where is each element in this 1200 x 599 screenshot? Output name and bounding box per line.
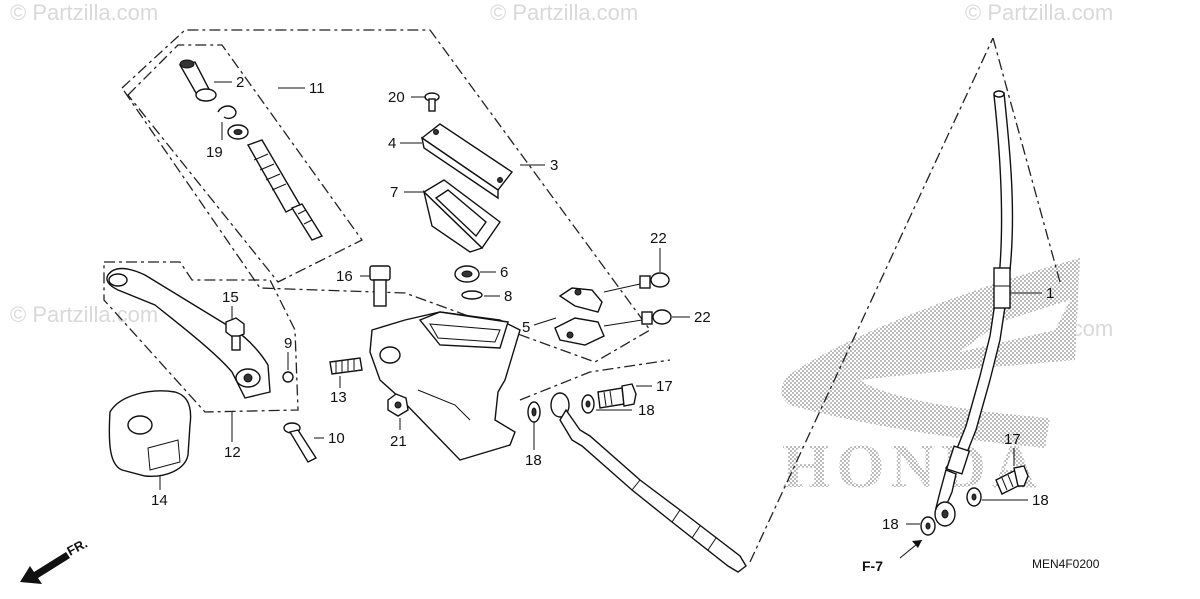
callout-8: 8 xyxy=(504,288,512,305)
watermark-top-center: © Partzilla.com xyxy=(490,0,638,25)
callout-18c: 18 xyxy=(1032,492,1049,509)
callout-5: 5 xyxy=(522,319,530,336)
callout-22b: 22 xyxy=(694,309,711,326)
watermark-top-left: © Partzilla.com xyxy=(10,0,158,25)
part-washer-hole xyxy=(233,129,243,135)
callout-16: 16 xyxy=(336,268,353,285)
callout-18a: 18 xyxy=(525,452,542,469)
part-piston-cap xyxy=(178,59,217,102)
part-brake-hose-lower xyxy=(550,392,747,573)
group-outline-3-bottom xyxy=(519,359,671,401)
part-circlip xyxy=(217,105,237,120)
part-ring xyxy=(461,290,483,300)
part-reservoir-boot xyxy=(454,265,480,283)
callout-12: 12 xyxy=(224,444,241,461)
part-sealing-washer-1 xyxy=(527,401,541,423)
callout-14: 14 xyxy=(151,492,168,509)
callout-13: 13 xyxy=(330,389,347,406)
part-brake-hose-main xyxy=(934,90,1014,527)
callout-17b: 17 xyxy=(1004,431,1021,448)
honda-brand-text: HONDA xyxy=(782,433,1043,501)
part-sealing-washer-4 xyxy=(920,516,936,536)
callout-18b: 18 xyxy=(638,402,655,419)
part-reservoir-screw xyxy=(424,92,440,112)
group-outline-12 xyxy=(103,261,299,413)
diagram-code: MEN4F0200 xyxy=(1032,557,1100,571)
callout-17a: 17 xyxy=(656,378,673,395)
callout-10: 10 xyxy=(328,430,345,447)
part-holder-bolt-lower xyxy=(603,309,672,327)
callout-9: 9 xyxy=(284,335,292,352)
front-marker-label: FR. xyxy=(64,536,90,559)
callout-6: 6 xyxy=(500,264,508,281)
part-banjo-bolt-lower xyxy=(995,465,1029,495)
callout-22a: 22 xyxy=(650,230,667,247)
part-lever-cover xyxy=(108,390,192,477)
part-pivot-nut xyxy=(387,393,409,417)
watermark-top-right: © Partzilla.com xyxy=(965,0,1113,25)
group-outline-1-right xyxy=(992,37,1061,283)
callout-18d: 18 xyxy=(882,516,899,533)
part-lever-pivot-bolt xyxy=(283,422,318,463)
part-adjuster-screw xyxy=(329,357,363,375)
part-master-cylinder-holder xyxy=(554,287,605,346)
leader-lines xyxy=(159,81,1042,559)
part-reservoir-cap xyxy=(420,123,514,200)
part-pivot-bolt xyxy=(369,265,391,307)
callout-7: 7 xyxy=(390,184,398,201)
callout-4: 4 xyxy=(388,135,396,152)
callout-2: 2 xyxy=(236,74,244,91)
callout-19: 19 xyxy=(206,144,223,161)
part-brake-lever xyxy=(106,267,271,399)
part-sealing-washer-2 xyxy=(581,394,595,414)
figure-reference[interactable]: F-7 xyxy=(862,558,883,574)
callout-11: 11 xyxy=(309,80,325,97)
part-lever-bolt xyxy=(225,317,245,351)
callout-1: 1 xyxy=(1046,285,1054,302)
part-banjo-bolt-upper xyxy=(597,383,637,409)
part-holder-bolt-upper xyxy=(603,272,670,293)
group-outline-11 xyxy=(127,44,363,283)
group-outline-3 xyxy=(121,29,651,363)
watermark-mid-left: © Partzilla.com xyxy=(10,302,158,327)
callout-3: 3 xyxy=(550,157,558,174)
callout-20: 20 xyxy=(388,89,405,106)
group-outline-1-left xyxy=(749,37,994,563)
part-sealing-washer-3 xyxy=(966,487,982,507)
callout-15: 15 xyxy=(222,289,239,306)
callout-21: 21 xyxy=(390,433,407,450)
front-direction-arrow xyxy=(20,552,70,584)
part-lever-collar xyxy=(282,371,294,383)
part-piston-spring xyxy=(246,139,324,241)
part-diaphragm-plate xyxy=(422,179,501,253)
part-master-cylinder-body xyxy=(369,311,521,461)
honda-wing-logo xyxy=(781,258,1080,448)
